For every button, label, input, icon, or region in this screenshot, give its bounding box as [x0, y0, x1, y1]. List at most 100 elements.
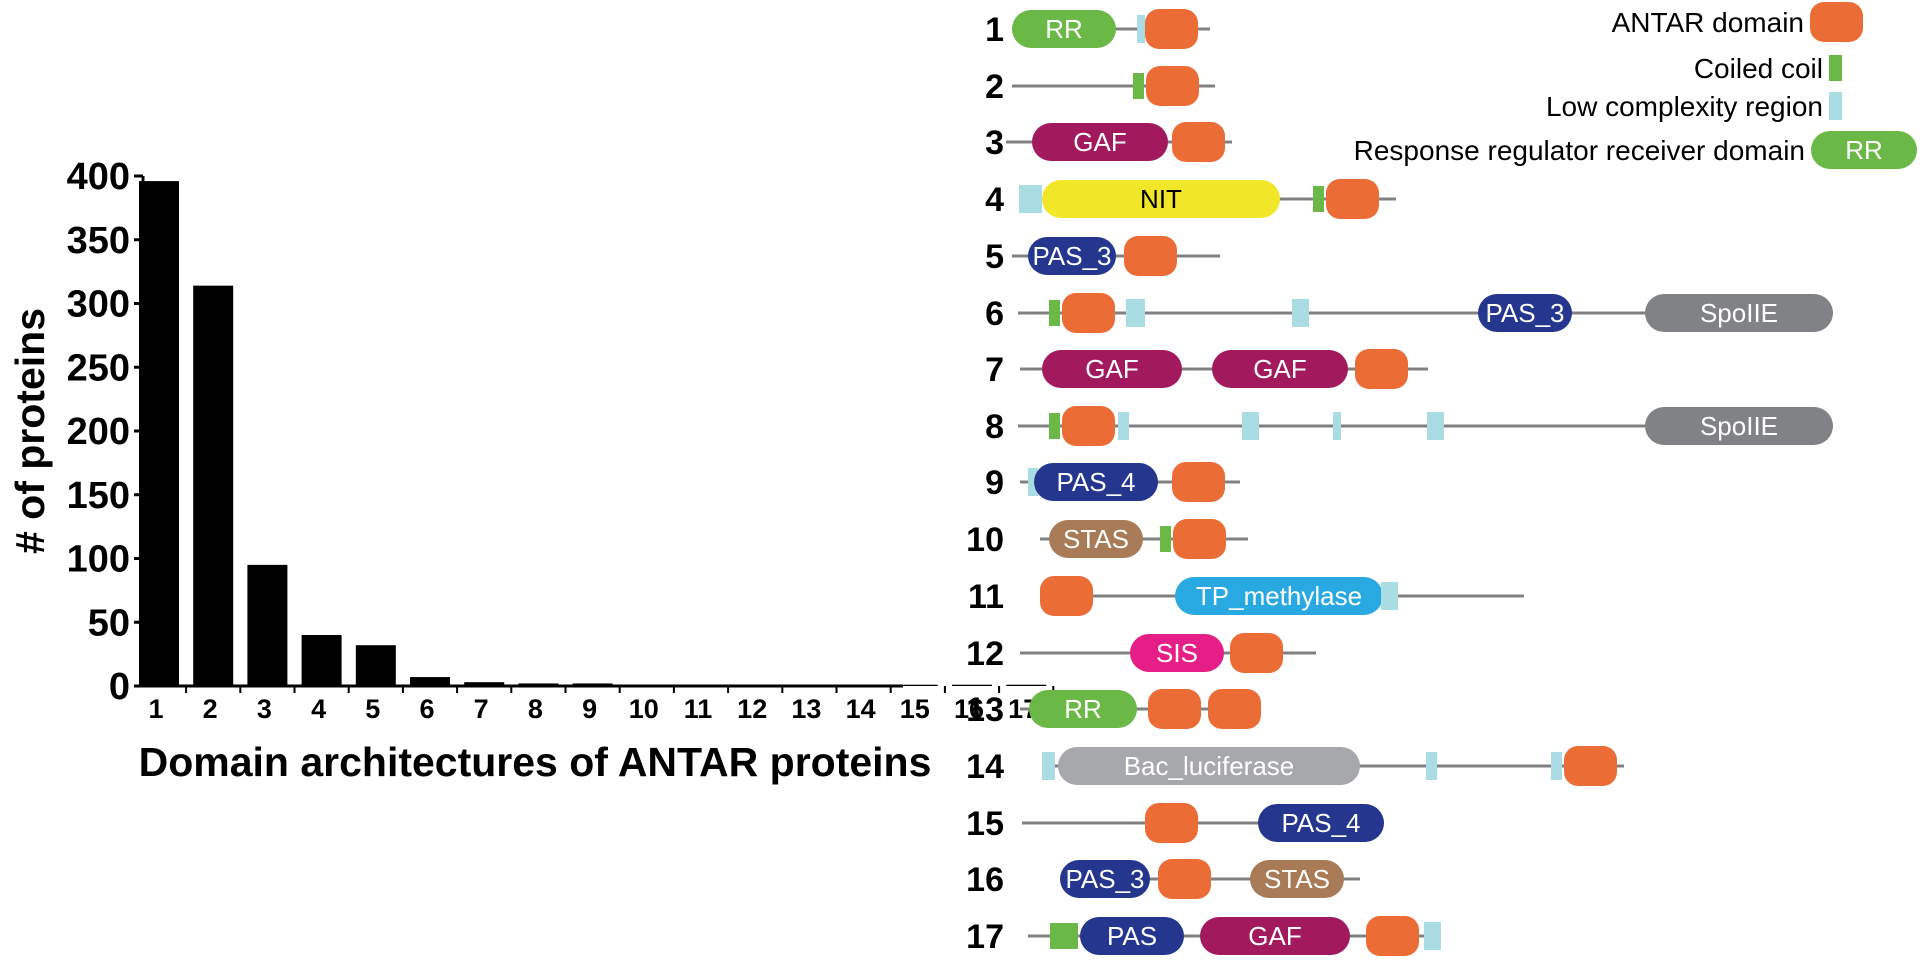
y-tick-label: 100: [67, 539, 130, 581]
cc-domain: [1133, 73, 1144, 99]
antar-domain: [1326, 179, 1379, 219]
row-number: 6: [985, 295, 1004, 333]
antar-domain: [1564, 746, 1617, 786]
stas-domain: [1049, 520, 1143, 558]
architecture-row-4: 4 NIT: [985, 179, 1396, 219]
x-axis-title: Domain architectures of ANTAR proteins: [139, 739, 932, 785]
row-number: 17: [966, 918, 1004, 956]
y-tick-label: 400: [67, 156, 130, 198]
domain-label: GAF: [1085, 354, 1138, 384]
domain-label: STAS: [1063, 524, 1129, 554]
row-number: 4: [985, 181, 1004, 219]
gaf-domain: [1032, 123, 1168, 161]
antar-domain: [1062, 406, 1115, 446]
x-tick-label: 9: [582, 694, 597, 724]
bar-17: [1006, 684, 1047, 686]
sis-domain: [1130, 634, 1224, 672]
cc-domain: [1160, 526, 1171, 552]
y-tick-label: 350: [67, 220, 130, 262]
legend-item-cc: Coiled coil: [1694, 53, 1842, 84]
lcr-domain: [1333, 412, 1341, 440]
rr-domain-legend-swatch: [1811, 131, 1917, 169]
domain-label: GAF: [1253, 354, 1306, 384]
x-tick-label: 10: [629, 694, 659, 724]
domain-label: GAF: [1073, 127, 1126, 157]
domain-label: PAS_4: [1281, 808, 1360, 838]
y-tick-label: 50: [88, 602, 130, 644]
lcr-domain: [1137, 15, 1145, 43]
x-tick-label: 15: [900, 694, 930, 724]
domain-label: Bac_luciferase: [1124, 751, 1295, 781]
domain-label: PAS_4: [1056, 467, 1135, 497]
row-number: 3: [985, 124, 1004, 162]
antar-domain: [1355, 349, 1408, 389]
domain-label: PAS_3: [1032, 241, 1111, 271]
architecture-row-3: 3 GAF: [985, 122, 1232, 162]
domain-label: PAS_3: [1065, 864, 1144, 894]
row-number: 11: [968, 578, 1004, 616]
lcr-domain: [1551, 752, 1562, 780]
legend-label: Low complexity region: [1546, 91, 1823, 122]
lcr-domain: [1242, 412, 1259, 440]
row-number: 2: [985, 68, 1004, 106]
y-tick-label: 150: [67, 475, 130, 517]
antar-domain: [1172, 462, 1225, 502]
x-tick-label: 6: [419, 694, 434, 724]
antar-domain: [1173, 519, 1226, 559]
antar-domain: [1062, 293, 1115, 333]
lcr-domain: [1019, 185, 1042, 213]
y-tick-label: 200: [67, 411, 130, 453]
legend-item-lcr: Low complexity region: [1546, 91, 1842, 122]
bar-2: [193, 285, 234, 686]
x-tick-label: 2: [203, 694, 218, 724]
lcr-domain: [1118, 412, 1129, 440]
antar-domain: [1145, 9, 1198, 49]
lcr-domain-legend-swatch: [1829, 92, 1842, 120]
gaf-domain: [1042, 350, 1182, 388]
domain-label: SIS: [1156, 638, 1198, 668]
bar-7: [464, 682, 505, 686]
domain-label: RR: [1845, 135, 1883, 165]
lcr-domain: [1126, 299, 1145, 327]
domain-label: NIT: [1140, 184, 1182, 214]
cc-domain: [1049, 300, 1060, 326]
domain-label: SpoIIE: [1700, 411, 1778, 441]
antar-domain: [1145, 803, 1198, 843]
x-tick-label: 14: [846, 694, 876, 724]
antar-domain: [1146, 66, 1199, 106]
architecture-row-5: 5 PAS_3: [985, 236, 1220, 276]
rr-domain: [1012, 10, 1116, 48]
antar-domain: [1208, 689, 1261, 729]
pas-domain: [1080, 917, 1184, 955]
architecture-row-2: 2: [985, 66, 1215, 106]
x-tick-label: 8: [528, 694, 543, 724]
architecture-row-10: 10 STAS: [966, 519, 1248, 559]
legend-label: Coiled coil: [1694, 53, 1823, 84]
tp-methylase-domain: [1175, 577, 1383, 615]
gaf-domain: [1212, 350, 1348, 388]
x-tick-label: 16: [954, 694, 984, 724]
nit-domain: [1042, 180, 1280, 218]
row-number: 5: [985, 238, 1004, 276]
row-number: 10: [966, 521, 1004, 559]
x-tick-label: 3: [257, 694, 272, 724]
domain-label: STAS: [1264, 864, 1330, 894]
cc-domain: [1050, 923, 1078, 949]
x-tick-label: 5: [365, 694, 380, 724]
x-tick-label: 13: [791, 694, 821, 724]
x-tick-label: 12: [737, 694, 767, 724]
cc-domain: [1049, 413, 1060, 439]
x-tick-label: 7: [474, 694, 489, 724]
rr-domain: [1029, 690, 1137, 728]
